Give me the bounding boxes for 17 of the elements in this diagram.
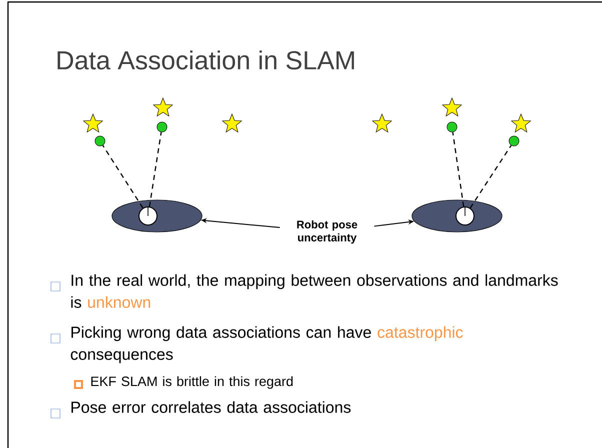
- label: Picking wrong data associations can have: [72, 326, 371, 342]
- bullet-text: In the real world, the mapping between observations and landmarks is unknown: [71, 274, 558, 308]
- bullet-text: Picking wrong data associations can have catastrophic consequences: [70, 326, 463, 364]
- bullet-text: Pose error correlates data associations: [72, 401, 351, 413]
- observation-dot: [508, 136, 520, 146]
- observation-dot: [156, 122, 168, 132]
- observation-dot: [446, 122, 458, 132]
- robot-symbol: [138, 206, 158, 226]
- label: catastrophic: [378, 326, 463, 342]
- sight-line: [102, 145, 144, 208]
- sub-bullet-text: EKF SLAM is brittle in this regard: [91, 376, 293, 389]
- observation-dot: [94, 136, 106, 146]
- robot-symbol: [456, 206, 474, 226]
- label: consequences: [70, 351, 173, 364]
- sight-line: [470, 145, 512, 208]
- callout-label: Robot pose uncertainty: [297, 220, 358, 244]
- slide-title: Data Association in SLAM: [58, 50, 354, 70]
